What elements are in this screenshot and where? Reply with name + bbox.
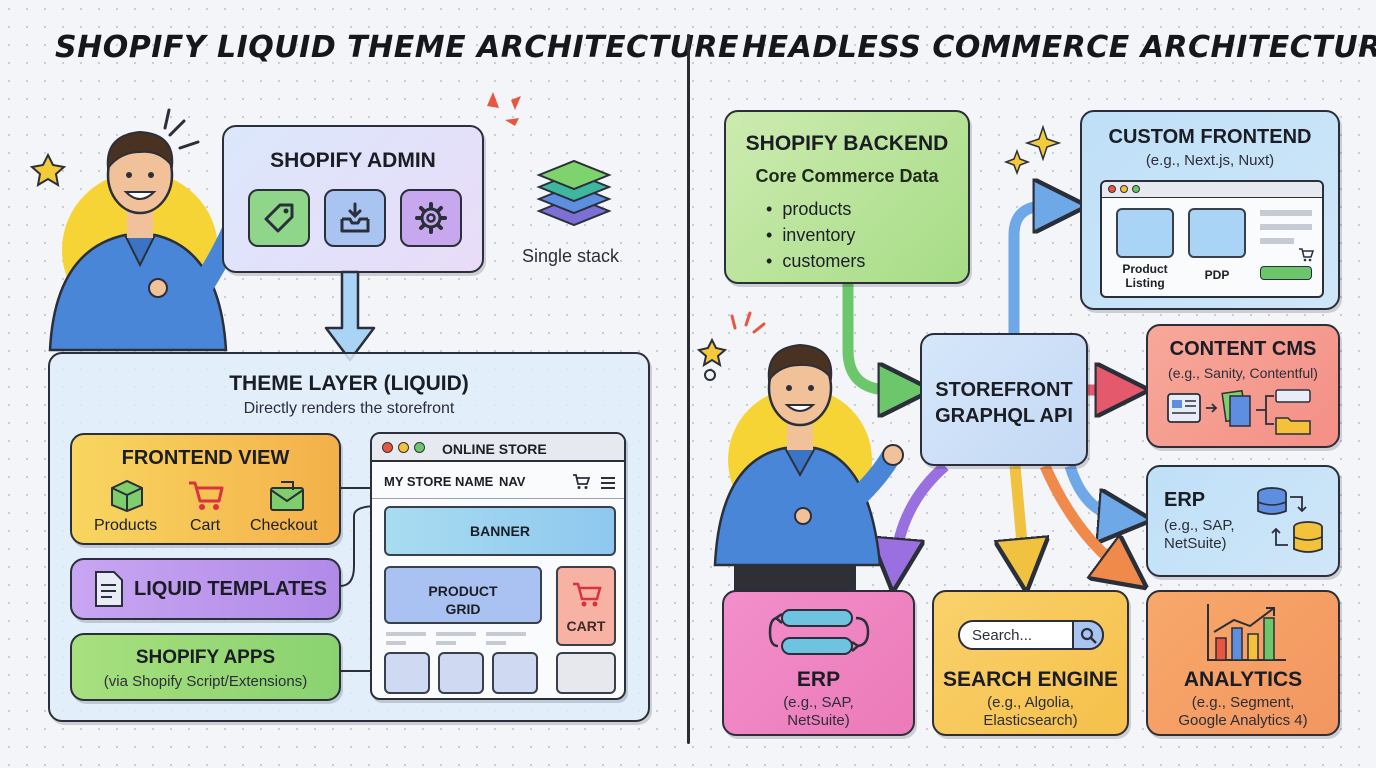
shopify-admin-box: SHOPIFY ADMIN <box>222 125 484 273</box>
cart-widget-label: CART <box>566 618 606 634</box>
erp-bottom-title: ERP <box>796 668 841 691</box>
search-button[interactable] <box>1072 620 1104 650</box>
online-store-title: ONLINE STORE <box>442 441 547 457</box>
product-grid: PRODUCT GRID <box>384 566 542 624</box>
shopify-apps-box: SHOPIFY APPS (via Shopify Script/Extensi… <box>70 633 341 701</box>
erp-bottom-subtitle-line1: (e.g., SAP, <box>783 694 854 711</box>
presenter-illustration-left <box>29 108 247 352</box>
product-listing-label-line2: Listing <box>1125 276 1165 290</box>
search-icon <box>1080 627 1097 644</box>
liquid-templates-label: LIQUID TEMPLATES <box>134 578 327 600</box>
analytics-subtitle-line1: (e.g., Segment, <box>1191 694 1295 711</box>
store-name-label: MY STORE NAME <box>384 474 494 489</box>
content-cms-title: CONTENT CMS <box>1169 338 1317 360</box>
custom-frontend-box: CUSTOM FRONTEND (e.g., Next.js, Nuxt) Pr… <box>1080 110 1340 310</box>
backend-subtitle: Core Commerce Data <box>755 166 939 186</box>
search-engine-title: SEARCH ENGINE <box>942 668 1119 691</box>
analytics-title: ANALYTICS <box>1183 668 1303 691</box>
shopify-admin-title: SHOPIFY ADMIN <box>270 149 436 172</box>
search-engine-box: Search... SEARCH ENGINE (e.g., Algolia, … <box>932 590 1129 736</box>
cart-icon[interactable] <box>572 474 591 490</box>
erp-side-subtitle-line1: (e.g., SAP, <box>1164 517 1235 534</box>
erp-bottom-subtitle-line2: NetSuite) <box>787 712 850 729</box>
search-engine-subtitle-line2: Elasticsearch) <box>983 712 1078 729</box>
nav-label[interactable]: NAV <box>499 474 526 489</box>
cart-icon <box>189 481 224 510</box>
frontend-item-checkout: Checkout <box>250 517 318 534</box>
custom-frontend-subtitle: (e.g., Next.js, Nuxt) <box>1145 152 1275 169</box>
storefront-api-box: STOREFRONT GRAPHQL API <box>920 333 1088 466</box>
sparkle-decoration <box>487 92 521 126</box>
cart-icon <box>573 582 602 607</box>
sparkle-decoration <box>1003 124 1062 176</box>
search-engine-subtitle-line1: (e.g., Algolia, <box>987 694 1074 711</box>
backend-title: SHOPIFY BACKEND <box>745 132 949 155</box>
inbox-download-icon <box>324 189 386 247</box>
api-title-line1: STOREFRONT <box>935 379 1073 401</box>
left-title: SHOPIFY LIQUID THEME ARCHITECTURE <box>55 30 740 65</box>
database-sync-icon <box>1257 487 1323 553</box>
product-grid-label-line2: GRID <box>445 601 481 617</box>
single-stack-label: Single stack <box>522 246 620 266</box>
menu-icon[interactable] <box>600 476 616 490</box>
erp-side-box: ERP (e.g., SAP, NetSuite) <box>1146 465 1340 577</box>
shopify-backend-box: SHOPIFY BACKEND Core Commerce Data • pro… <box>724 110 970 284</box>
shopify-apps-subtitle: (via Shopify Script/Extensions) <box>103 673 308 690</box>
product-grid-label-line1: PRODUCT <box>428 583 498 599</box>
theme-layer-subtitle: Directly renders the storefront <box>243 400 455 417</box>
bar-chart-icon <box>1207 604 1286 661</box>
section-divider <box>687 34 690 744</box>
content-flow-icon <box>1167 389 1311 435</box>
erp-side-title: ERP <box>1164 489 1206 511</box>
analytics-subtitle-line2: Google Analytics 4) <box>1178 712 1308 729</box>
search-placeholder: Search... <box>972 627 1033 644</box>
banner-label: BANNER <box>470 523 530 539</box>
cart-widget[interactable]: CART <box>556 566 616 646</box>
envelope-icon <box>270 481 304 511</box>
right-title: HEADLESS COMMERCE ARCHITECTURE <box>742 30 1376 65</box>
backend-item: • inventory <box>766 225 856 245</box>
api-title-line2: GRAPHQL API <box>935 405 1073 427</box>
theme-layer-title: THEME LAYER (LIQUID) <box>229 372 469 395</box>
frontend-item-cart: Cart <box>190 517 221 534</box>
box-icon <box>111 479 143 513</box>
stack-layers-icon <box>536 159 612 227</box>
frontend-view-box: FRONTEND VIEW Products Cart Checkout <box>70 433 341 545</box>
product-listing-label-line1: Product <box>1122 262 1168 276</box>
presenter-illustration-right <box>696 311 904 591</box>
backend-item: • products <box>766 199 852 219</box>
frontend-item-products: Products <box>94 517 158 534</box>
sync-cycle-icon <box>768 609 870 655</box>
backend-item: • customers <box>766 251 866 271</box>
online-store-window: ONLINE STORE MY STORE NAME NAV BANNER PR… <box>370 432 626 700</box>
document-icon <box>95 571 123 607</box>
custom-frontend-title: CUSTOM FRONTEND <box>1108 126 1312 148</box>
erp-side-subtitle-line2: NetSuite) <box>1164 535 1227 552</box>
checkout-button[interactable] <box>1260 266 1312 280</box>
admin-to-theme-arrow <box>324 270 376 362</box>
frontend-view-title: FRONTEND VIEW <box>121 447 290 469</box>
content-cms-box: CONTENT CMS (e.g., Sanity, Contentful) <box>1146 324 1340 448</box>
gear-icon <box>400 189 462 247</box>
liquid-templates-box: LIQUID TEMPLATES <box>70 558 341 620</box>
pdp-label: PDP <box>1204 268 1230 282</box>
banner: BANNER <box>384 506 616 556</box>
search-input[interactable]: Search... <box>958 620 1104 650</box>
shopify-apps-title: SHOPIFY APPS <box>135 647 276 668</box>
content-cms-subtitle: (e.g., Sanity, Contentful) <box>1168 365 1318 381</box>
erp-bottom-box: ERP (e.g., SAP, NetSuite) <box>722 590 915 736</box>
tag-icon <box>248 189 310 247</box>
cart-icon <box>1299 248 1315 262</box>
analytics-box: ANALYTICS (e.g., Segment, Google Analyti… <box>1146 590 1340 736</box>
